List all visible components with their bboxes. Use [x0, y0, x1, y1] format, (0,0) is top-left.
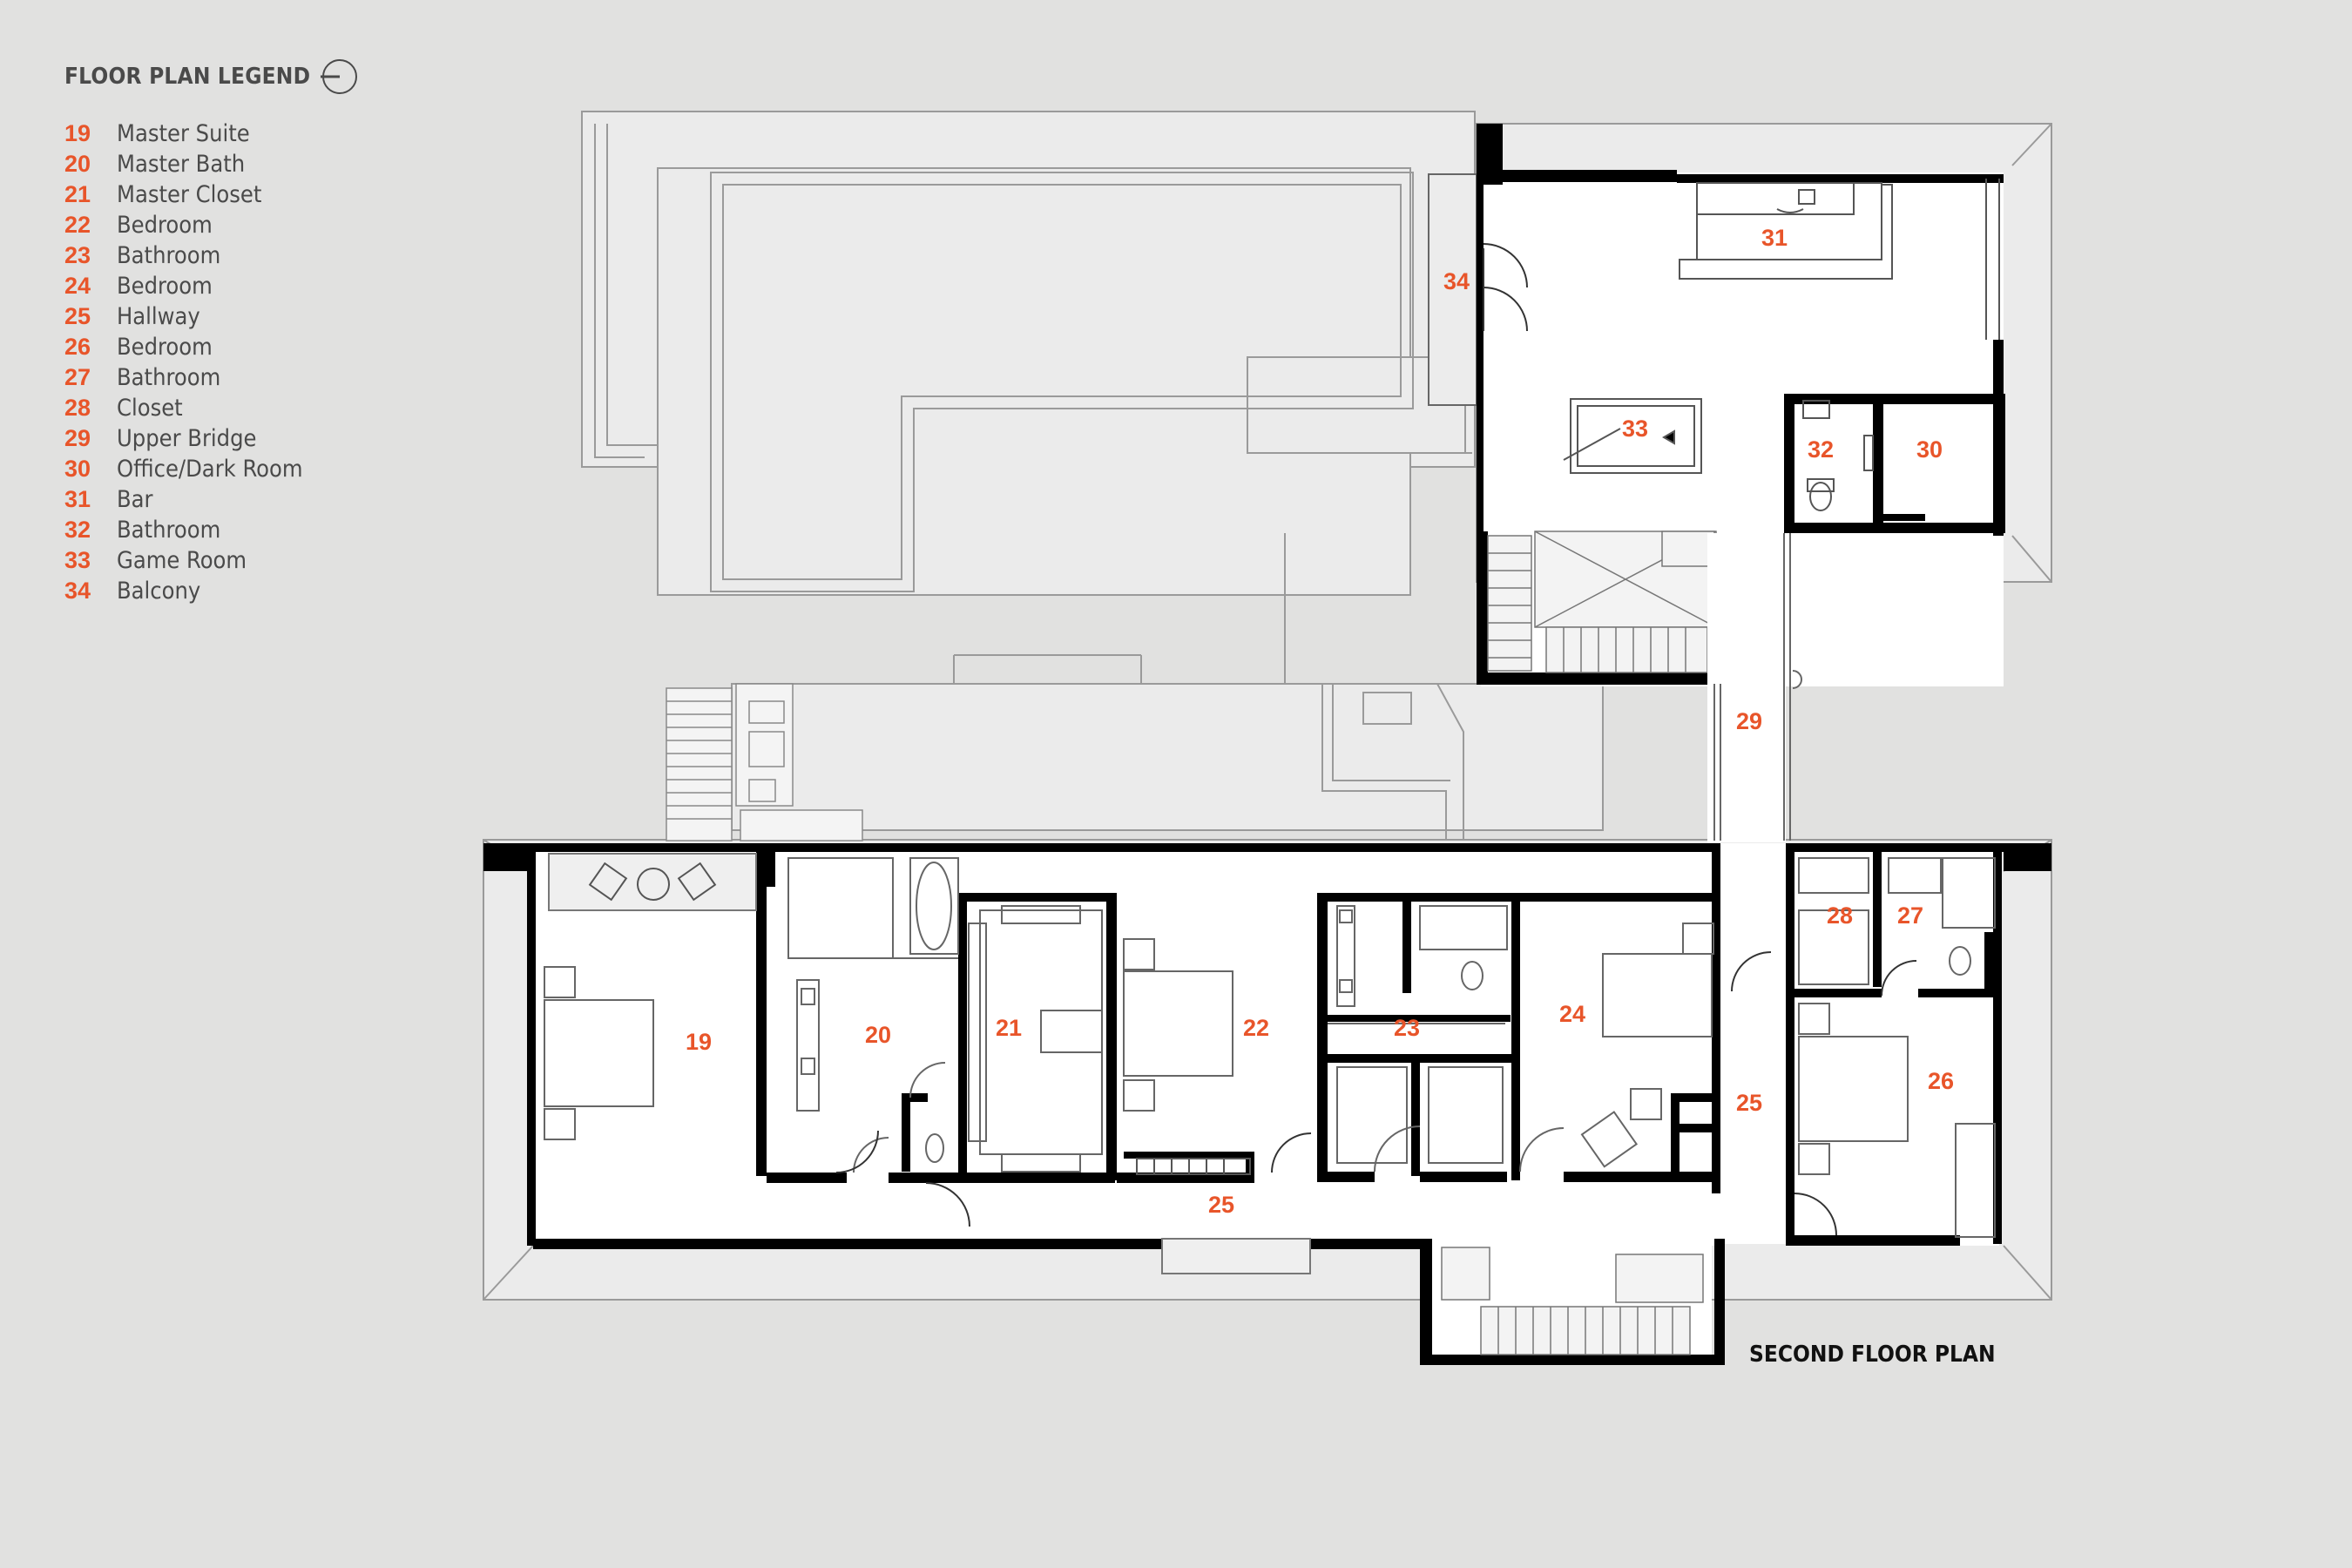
legend-number: 20 [64, 151, 91, 177]
legend-label: Bathroom [117, 242, 221, 269]
legend-number: 30 [64, 456, 91, 482]
legend-item: 27 Bathroom [64, 362, 465, 393]
legend-label: Bedroom [117, 212, 213, 239]
pool-table-icon [1563, 398, 1702, 474]
legend-number: 21 [64, 181, 91, 207]
room-label-25-bridge: 25 [1736, 1090, 1762, 1116]
legend-label: Bedroom [117, 273, 213, 300]
legend-label: Master Suite [117, 120, 250, 147]
bed-icon [1798, 1003, 1996, 1238]
room-label-23: 23 [1394, 1015, 1420, 1041]
room-labels: 19 20 21 22 23 24 25 25 26 27 28 29 30 3… [686, 225, 1954, 1218]
legend-label: Game Room [117, 547, 247, 574]
legend-label: Upper Bridge [117, 425, 257, 452]
room-label-28: 28 [1827, 902, 1853, 929]
room-label-25-hallway: 25 [1208, 1192, 1234, 1218]
legend-item: 28 Closet [64, 393, 465, 423]
legend-label: Master Bath [117, 151, 246, 178]
room-label-21: 21 [996, 1015, 1022, 1041]
legend-label: Balcony [117, 578, 201, 605]
room-label-32: 32 [1808, 436, 1834, 463]
legend-item: 19 Master Suite [64, 118, 465, 149]
plan-title: SECOND FLOOR PLAN [1749, 1342, 1996, 1368]
legend-item: 34 Balcony [64, 576, 465, 606]
legend-label: Hallway [117, 303, 200, 330]
legend-title: FLOOR PLAN LEGEND [64, 64, 311, 90]
legend-number: 34 [64, 578, 91, 604]
legend-item: 22 Bedroom [64, 210, 465, 240]
room-label-27: 27 [1897, 902, 1923, 929]
legend-item: 26 Bedroom [64, 332, 465, 362]
legend-label: Master Closet [117, 181, 262, 208]
main-wing [483, 843, 2051, 1365]
room-label-20: 20 [865, 1022, 891, 1048]
legend-number: 28 [64, 395, 91, 421]
legend-item: 31 Bar [64, 484, 465, 515]
legend-number: 26 [64, 334, 91, 360]
legend-item: 25 Hallway [64, 301, 465, 332]
legend-item: 21 Master Closet [64, 179, 465, 210]
legend-item: 23 Bathroom [64, 240, 465, 271]
legend-label: Bathroom [117, 364, 221, 391]
legend-item: 29 Upper Bridge [64, 423, 465, 454]
bed-icon [544, 966, 654, 1140]
legend-number: 31 [64, 486, 91, 512]
legend-item: 32 Bathroom [64, 515, 465, 545]
room-label-30: 30 [1916, 436, 1943, 463]
legend-number: 32 [64, 517, 91, 543]
bed-icon [1580, 923, 1714, 1168]
north-arrow-icon [321, 59, 358, 94]
legend-number: 29 [64, 425, 91, 451]
legend-label: Bedroom [117, 334, 213, 361]
room-label-24: 24 [1559, 1001, 1585, 1027]
legend-number: 33 [64, 547, 91, 573]
bed-icon [1123, 938, 1233, 1112]
room-label-26: 26 [1928, 1068, 1954, 1094]
upper-bridge [1707, 533, 1802, 842]
room-label-34: 34 [1443, 268, 1470, 294]
legend-label: Office/Dark Room [117, 456, 303, 483]
legend-list: 19 Master Suite 20 Master Bath 21 Master Cl… [64, 118, 465, 606]
legend-label: Bar [117, 486, 153, 513]
legend-number: 22 [64, 212, 91, 238]
legend-item: 24 Bedroom [64, 271, 465, 301]
legend-number: 24 [64, 273, 91, 299]
room-label-22: 22 [1243, 1015, 1269, 1041]
legend-number: 27 [64, 364, 91, 390]
pool-outline [594, 124, 1472, 840]
legend-label: Closet [117, 395, 183, 422]
legend-item: 30 Office/Dark Room [64, 454, 465, 484]
legend-number: 25 [64, 303, 91, 329]
room-label-33: 33 [1622, 416, 1648, 442]
room-label-31: 31 [1761, 225, 1788, 251]
legend-label: Bathroom [117, 517, 221, 544]
room-label-19: 19 [686, 1029, 712, 1055]
legend-item: 20 Master Bath [64, 149, 465, 179]
stair [1441, 1247, 1704, 1355]
room-label-29: 29 [1736, 708, 1762, 734]
legend-item: 33 Game Room [64, 545, 465, 576]
legend-header: FLOOR PLAN LEGEND [64, 57, 465, 96]
legend-number: 23 [64, 242, 91, 268]
legend-number: 19 [64, 120, 91, 146]
exterior-stair [666, 683, 863, 841]
lounge-chairs-icon [588, 862, 717, 902]
